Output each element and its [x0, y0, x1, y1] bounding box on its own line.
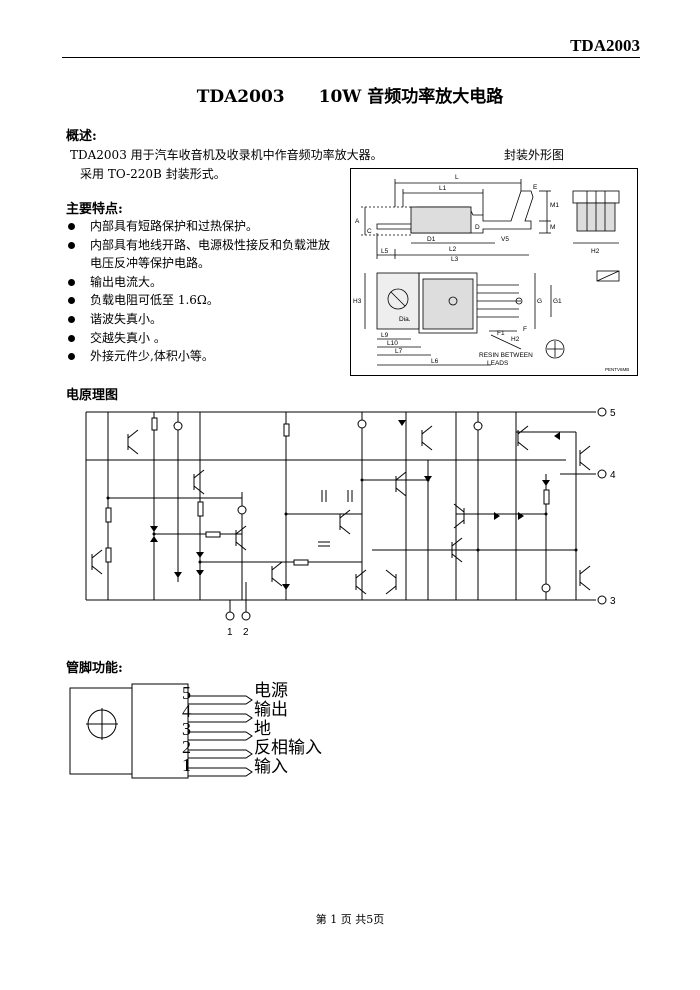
feature-item-continuation: 电压反冲等保护电路。: [90, 256, 211, 271]
title-description: 10W 音频功率放大电路: [318, 87, 504, 107]
pkg-label-d1: D1: [427, 236, 436, 243]
feature-item: 外接元件少,体积小等。: [66, 347, 330, 366]
feature-item: 负载电阻可低至 1.6Ω。: [66, 291, 330, 310]
pin-numbers: 5 4 3 2 1: [182, 684, 191, 774]
bullet-dot: [68, 353, 75, 361]
pin-name-inverting-input: 反相输入: [254, 738, 322, 758]
schematic-pin-1: 1: [227, 627, 233, 638]
pkg-label-dia: Dia.: [399, 316, 411, 323]
pin-number: 1: [182, 755, 191, 775]
package-caption: 封装外形图: [504, 148, 565, 162]
feature-item: 内部具有短路保护和过热保护。: [66, 217, 330, 236]
pkg-label-c: C: [367, 228, 372, 235]
feature-item: 内部具有地线开路、电源极性接反和负载泄放: [66, 236, 330, 255]
pin-diagram: [69, 683, 253, 779]
pkg-label-resin-2: LEADS: [487, 360, 509, 367]
feature-item: 输出电流大。: [66, 273, 330, 292]
package-outline-drawing: L L1 E M1 A C D1 D V5 M L2 L5 L3 H2 H3 D…: [350, 168, 638, 376]
features-heading: 主要特点:: [66, 202, 123, 217]
pkg-label-g1: G1: [553, 298, 562, 305]
pkg-label-a: A: [355, 218, 360, 225]
pin-number: 4: [182, 701, 191, 721]
circuit-schematic: 5 4 3 1 2: [85, 407, 616, 638]
pkg-label-m1: M1: [550, 202, 559, 209]
pin-name-ground: 地: [254, 719, 271, 739]
schematic-pin-3: 3: [610, 596, 616, 607]
schematic-pin-4: 4: [610, 470, 616, 481]
pin-number: 3: [182, 719, 191, 739]
pin-name-power: 电源: [254, 681, 288, 701]
page-footer: 第 1 页 共5页: [315, 913, 385, 926]
document-title: TDA2003 10W 音频功率放大电路: [0, 82, 700, 107]
bullet-dot: [68, 278, 75, 286]
header-divider: [62, 57, 640, 58]
pkg-label-l10: L10: [387, 340, 398, 347]
pkg-label-m: M: [550, 224, 555, 231]
bullet-dot: [68, 315, 75, 323]
title-model: TDA2003: [196, 87, 285, 107]
bullet-dot: [68, 241, 75, 249]
overview-heading: 概述:: [66, 129, 97, 144]
header-doc-code: TDA2003: [570, 36, 640, 55]
bullet-dot: [68, 297, 75, 305]
pin-number: 5: [182, 683, 191, 703]
pin-functions-heading: 管脚功能:: [66, 661, 123, 676]
pkg-label-l9: L9: [381, 332, 389, 339]
features-list: 内部具有短路保护和过热保护。 内部具有地线开路、电源极性接反和负载泄放 电压反冲…: [66, 217, 330, 366]
bullet-dot: [68, 334, 75, 342]
schematic-pin-2: 2: [243, 627, 249, 638]
pkg-label-resin-1: RESIN BETWEEN: [479, 352, 533, 359]
pkg-label-d: D: [475, 224, 480, 231]
pin-name-output: 输出: [254, 700, 288, 720]
pin-name-input: 输入: [254, 757, 288, 777]
pkg-label-f1: F1: [497, 330, 505, 337]
pkg-label-v5: V5: [501, 236, 509, 243]
bullet-dot: [68, 223, 75, 230]
feature-item: 谐波失真小。: [66, 310, 330, 329]
feature-item: 交越失真小 。: [66, 329, 330, 348]
pkg-label-l7: L7: [395, 348, 403, 355]
pkg-label-f: F: [523, 326, 527, 333]
pkg-label-l1: L1: [439, 185, 447, 192]
pkg-label-l2: L2: [449, 246, 457, 253]
pkg-label-l3: L3: [451, 256, 459, 263]
overview-line-1: TDA2003 用于汽车收音机及收录机中作音频功率放大器。: [70, 148, 383, 162]
pkg-label-h2: H2: [591, 248, 600, 255]
schematic-heading: 电原理图: [66, 388, 119, 403]
schematic-pin-5: 5: [610, 408, 616, 419]
pkg-label-h3: H3: [353, 298, 362, 305]
pkg-label-e: E: [533, 184, 538, 191]
overview-line-2: 采用 TO-220B 封装形式。: [80, 167, 226, 181]
pin-names: 电源 输出 地 反相输入 输入: [254, 682, 322, 777]
package-outline-svg: L L1 E M1 A C D1 D V5 M L2 L5 L3 H2 H3 D…: [353, 174, 629, 372]
pkg-label-l6: L6: [431, 358, 439, 365]
pkg-label-g: G: [537, 298, 542, 305]
pkg-drawing-code: PENTV6MB: [605, 367, 629, 372]
pkg-label-l5: L5: [381, 248, 389, 255]
pin-number: 2: [182, 737, 191, 757]
pkg-label-h2-front: H2: [511, 336, 520, 343]
pkg-label-l: L: [455, 174, 459, 181]
